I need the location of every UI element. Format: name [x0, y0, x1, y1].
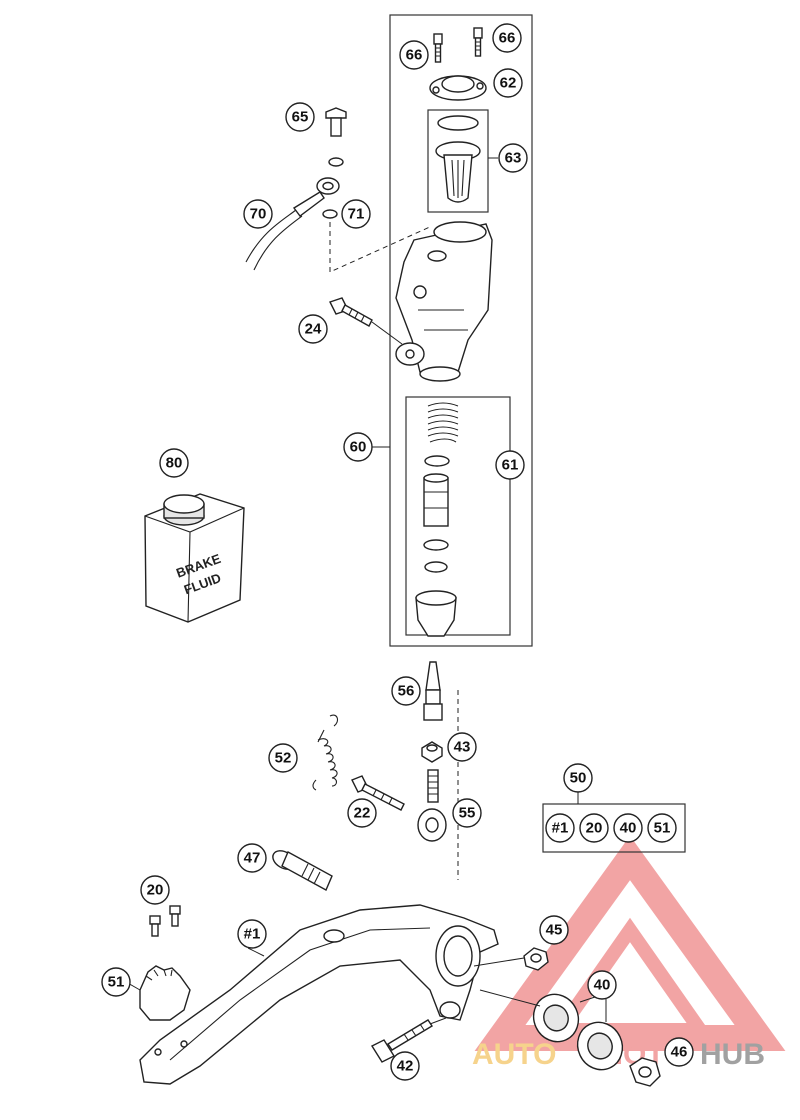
callout-51: 51 — [101, 967, 131, 997]
svg-text:46: 46 — [671, 1044, 688, 1061]
bearings-40 — [532, 993, 624, 1071]
svg-text:24: 24 — [305, 321, 322, 338]
svg-text:20: 20 — [147, 882, 164, 899]
svg-text:51: 51 — [654, 820, 671, 837]
svg-text:43: 43 — [454, 739, 471, 756]
callout-42: 42 — [390, 1051, 420, 1081]
callout-62: 62 — [493, 68, 523, 98]
kit-group-box — [542, 803, 686, 853]
kit-item-20: 20 — [579, 813, 609, 843]
screws-20 — [149, 905, 181, 937]
svg-text:60: 60 — [350, 439, 367, 456]
svg-text:22: 22 — [354, 805, 371, 822]
screw-66-right — [473, 27, 483, 57]
master-cylinder-box — [389, 14, 533, 647]
svg-text:47: 47 — [244, 850, 261, 867]
pivot-bolt-47 — [272, 850, 333, 891]
callout-22: 22 — [347, 798, 377, 828]
lead-1 — [247, 947, 265, 957]
callout-45: 45 — [539, 915, 569, 945]
svg-text:71: 71 — [348, 206, 365, 223]
piston-kit-box — [405, 396, 511, 636]
svg-text:HUB: HUB — [700, 1038, 765, 1071]
callout-60: 60 — [343, 432, 373, 462]
assembly-axis-lines — [429, 957, 541, 1025]
svg-text:62: 62 — [500, 75, 517, 92]
svg-text:42: 42 — [397, 1058, 414, 1075]
svg-text:20: 20 — [586, 820, 603, 837]
nut-46 — [629, 1057, 661, 1087]
screw-66-left — [433, 33, 443, 63]
callout-43: 43 — [447, 732, 477, 762]
washer-45 — [523, 947, 549, 971]
push-rod-56 — [423, 661, 443, 721]
svg-text:40: 40 — [620, 820, 637, 837]
callout-24: 24 — [298, 314, 328, 344]
return-spring-52 — [312, 714, 339, 791]
svg-text:55: 55 — [459, 805, 476, 822]
callout-47: 47 — [237, 843, 267, 873]
callout-52: 52 — [268, 743, 298, 773]
callout-1: #1 — [237, 919, 267, 949]
svg-text:40: 40 — [594, 977, 611, 994]
svg-text:66: 66 — [499, 30, 516, 47]
svg-text:66: 66 — [406, 47, 423, 64]
banjo-bolt-65 — [325, 107, 347, 167]
foot-plate-51 — [139, 965, 191, 1021]
svg-text:50: 50 — [570, 770, 587, 787]
callout-65: 65 — [285, 102, 315, 132]
svg-text:80: 80 — [166, 455, 183, 472]
svg-text:51: 51 — [108, 974, 125, 991]
callout-40: 40 — [587, 970, 617, 1000]
master-cylinder-body — [395, 221, 493, 382]
kit-item-1: #1 — [545, 813, 575, 843]
svg-text:52: 52 — [275, 750, 292, 767]
screw-22 — [351, 775, 405, 811]
bolt-42 — [370, 1019, 433, 1063]
callout-66a: 66 — [399, 40, 429, 70]
svg-text:AUTO: AUTO — [472, 1038, 556, 1071]
kit-item-51: 51 — [647, 813, 677, 843]
callout-70: 70 — [243, 199, 273, 229]
brake-hose-70 — [245, 177, 340, 271]
callout-61: 61 — [495, 450, 525, 480]
callout-63: 63 — [498, 143, 528, 173]
reservoir-63 — [435, 115, 481, 203]
svg-text:65: 65 — [292, 109, 309, 126]
brake-fluid-bottle-80: BRAKE FLUID — [144, 493, 245, 623]
svg-text:63: 63 — [505, 150, 522, 167]
clevis-55 — [417, 769, 447, 842]
callout-55: 55 — [452, 798, 482, 828]
reservoir-kit-box — [427, 109, 489, 213]
callout-66b: 66 — [492, 23, 522, 53]
kit-item-40: 40 — [613, 813, 643, 843]
screw-24 — [329, 297, 403, 345]
svg-text:70: 70 — [250, 206, 267, 223]
callout-20: 20 — [140, 875, 170, 905]
svg-text:#1: #1 — [244, 926, 261, 943]
reservoir-cap-62 — [429, 75, 487, 101]
callout-80: 80 — [159, 448, 189, 478]
svg-text:61: 61 — [502, 457, 519, 474]
svg-text:#1: #1 — [552, 820, 569, 837]
callout-56: 56 — [391, 676, 421, 706]
callout-46: 46 — [664, 1037, 694, 1067]
callout-50: 50 — [563, 763, 593, 793]
brake-pedal-1 — [139, 904, 499, 1085]
callout-71: 71 — [341, 199, 371, 229]
nut-43 — [421, 741, 443, 763]
svg-text:45: 45 — [546, 922, 563, 939]
svg-text:56: 56 — [398, 683, 415, 700]
dashed-line-hose — [329, 222, 433, 273]
piston-kit-61 — [415, 402, 459, 637]
